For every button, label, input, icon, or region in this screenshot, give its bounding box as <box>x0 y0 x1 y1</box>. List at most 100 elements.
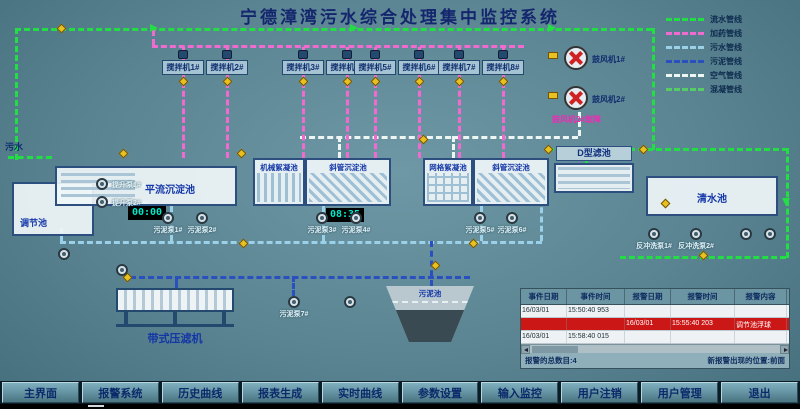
tank-hatch <box>427 173 469 202</box>
pump-unit[interactable] <box>740 228 752 240</box>
legend-line-swatch <box>666 59 704 63</box>
valve-icon[interactable] <box>548 52 558 59</box>
valve-icon[interactable] <box>370 76 380 87</box>
pump-unit[interactable]: 污泥泵2# <box>188 212 216 234</box>
valve-icon[interactable] <box>118 148 129 159</box>
nav-button-report-generate[interactable]: 报表生成 <box>241 382 319 403</box>
column-header[interactable]: 事件时间 <box>567 289 625 304</box>
motor-icon <box>414 50 424 59</box>
valve-icon[interactable] <box>236 148 247 159</box>
column-header[interactable]: 报警时间 <box>671 289 735 304</box>
scroll-thumb[interactable] <box>532 345 578 353</box>
mixer-unit[interactable]: 搅拌机2# <box>206 50 248 87</box>
pump-unit[interactable] <box>116 264 128 276</box>
valve-icon[interactable] <box>543 144 554 155</box>
legend-label: 流水管线 <box>710 14 742 24</box>
pump-unit[interactable] <box>764 228 776 240</box>
mixer-unit[interactable]: 搅拌机1# <box>162 50 204 87</box>
blower2-fan-icon[interactable] <box>564 86 588 110</box>
alarm-total-label: 报警的总数目:4 <box>525 356 577 365</box>
pump-unit[interactable]: 提升泵1# <box>96 178 141 190</box>
pump-unit[interactable]: 污泥泵1# <box>154 212 182 234</box>
valve-icon[interactable] <box>498 76 508 87</box>
pump-unit[interactable]: 反冲洗泵1# <box>636 228 672 250</box>
pump-icon <box>764 228 776 240</box>
nav-button-exit[interactable]: 退出 <box>721 382 799 403</box>
blower1-fan-icon[interactable] <box>564 46 588 70</box>
pump-label: 污泥泵7# <box>279 311 309 318</box>
mixer-unit[interactable]: 搅拌机3# <box>282 50 324 87</box>
legend-line-swatch <box>666 31 704 35</box>
nav-button-history-curve[interactable]: 历史曲线 <box>161 382 239 403</box>
pump-label: 污泥泵2# <box>187 227 217 234</box>
column-header[interactable]: 事件日期 <box>521 289 567 304</box>
mixer-unit[interactable]: 搅拌机7# <box>438 50 480 87</box>
legend-label: 污泥管线 <box>710 56 742 66</box>
legend-item: 污水管线 <box>666 40 742 54</box>
table-cell <box>735 305 787 317</box>
pump-icon <box>350 212 362 224</box>
motor-icon <box>342 50 352 59</box>
valve-icon[interactable] <box>414 76 424 87</box>
mixer-unit[interactable]: 搅拌机6# <box>398 50 440 87</box>
valve-icon[interactable] <box>342 76 352 87</box>
nav-button-realtime-curve[interactable]: 实时曲线 <box>321 382 399 403</box>
nav-button-user-logout[interactable]: 用户注销 <box>561 382 639 403</box>
pump-label: 污泥泵1# <box>153 227 183 234</box>
nav-button-input-monitor[interactable]: 输入监控 <box>481 382 559 403</box>
pump-icon <box>648 228 660 240</box>
pump-unit[interactable]: 反冲洗泵2# <box>678 228 714 250</box>
screen-bezel <box>0 404 800 409</box>
table-scrollbar[interactable] <box>521 344 789 354</box>
pump-label: 反冲洗泵1# <box>636 243 672 250</box>
pump-unit[interactable]: 污泥泵7# <box>280 296 308 318</box>
nav-button-main[interactable]: 主界面 <box>2 382 79 403</box>
press-base <box>116 324 234 327</box>
pipe-segment <box>452 136 455 158</box>
tank-label: 网格絮凝池 <box>429 163 467 172</box>
table-cell: 16/03/01 <box>521 331 567 343</box>
nav-button-param-settings[interactable]: 参数设置 <box>401 382 479 403</box>
tank-label-d-filter: D型滤池 <box>556 146 632 161</box>
tank-hatch <box>477 173 545 202</box>
nav-button-user-management[interactable]: 用户管理 <box>641 382 719 403</box>
column-header[interactable]: 报警日期 <box>625 289 671 304</box>
valve-icon[interactable] <box>454 76 464 87</box>
pump-unit[interactable] <box>344 296 356 308</box>
mixer-unit[interactable]: 搅拌机8# <box>482 50 524 87</box>
pump-label: 提升泵2# <box>112 200 141 207</box>
valve-icon[interactable] <box>548 92 558 99</box>
pipe-segment <box>292 276 295 296</box>
pump-icon <box>690 228 702 240</box>
valve-icon[interactable] <box>298 76 308 87</box>
pump-unit[interactable]: 污泥泵6# <box>498 212 526 234</box>
valve-icon[interactable] <box>222 76 232 87</box>
flow-arrow-icon <box>782 198 790 206</box>
pump-unit[interactable]: 污泥泵3# <box>308 212 336 234</box>
legend-item: 流水管线 <box>666 12 742 26</box>
valve-icon[interactable] <box>638 144 649 155</box>
table-cell: 15:50:40 953 <box>567 305 625 317</box>
scroll-right-icon[interactable] <box>780 344 789 354</box>
pump-unit[interactable]: 污泥泵4# <box>342 212 370 234</box>
pump-unit[interactable]: 污泥泵5# <box>466 212 494 234</box>
alarm-position-label: 新报警出现的位置:前面 <box>707 356 786 365</box>
tank-label: 调节池 <box>20 218 48 228</box>
scroll-left-icon[interactable] <box>521 344 530 354</box>
table-cell <box>671 305 735 317</box>
mixer-label: 搅拌机5# <box>354 60 396 75</box>
mixer-unit[interactable]: 搅拌机5# <box>354 50 396 87</box>
column-header[interactable]: 报警内容 <box>735 289 787 304</box>
nav-button-alarm-system[interactable]: 报警系统 <box>81 382 159 403</box>
table-cell: 调节池浮球 <box>735 318 787 330</box>
mixer-label: 搅拌机7# <box>438 60 480 75</box>
pump-unit[interactable] <box>58 248 70 260</box>
valve-icon[interactable] <box>178 76 188 87</box>
pump-unit[interactable]: 提升泵2# <box>96 196 141 208</box>
belt-press-label: 带式压滤机 <box>147 333 203 345</box>
legend-item: 加药管线 <box>666 26 742 40</box>
